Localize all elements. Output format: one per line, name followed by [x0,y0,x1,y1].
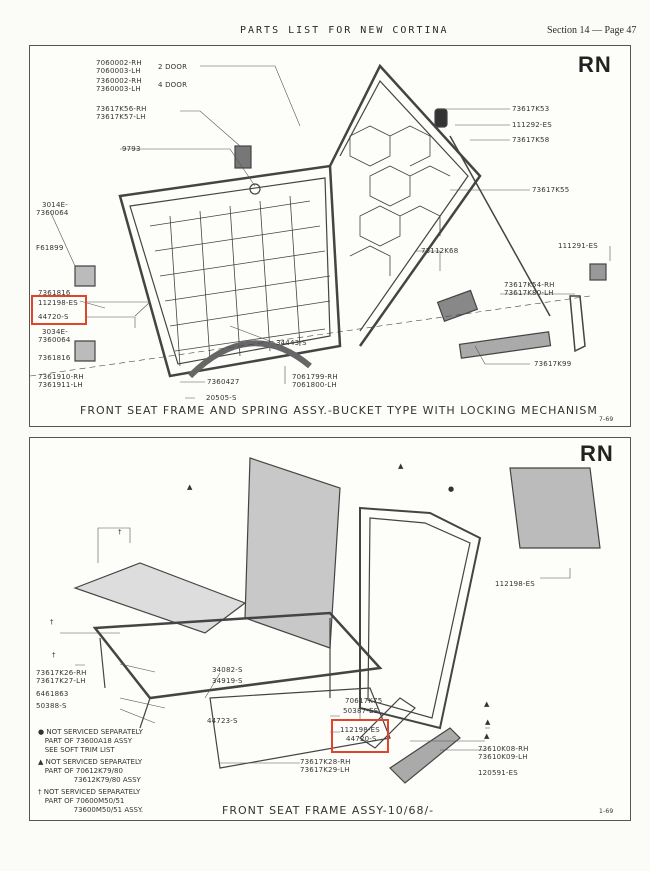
door-variant-label: 2 DOOR [158,63,188,71]
part-label: 112198-ES [495,580,535,588]
part-label: 73112K68 [421,247,459,255]
part-label: 73610K09-LH [478,753,528,761]
part-label: 7060003-LH [96,67,141,75]
part-label: 7360064 [36,209,69,217]
note-line: PART OF 73600A18 ASSY [44,737,133,745]
dagger-marker: † [38,788,42,796]
note-suffix: ASSY. [124,806,144,814]
top-diagram-panel: RN 7060002-RH 7060003-LH 2 DOOR 7360002-… [29,45,631,427]
note-not-serviced-dagger: † NOT SERVICED SEPARATELY PART OF 70600M… [38,788,143,815]
triangle-marker: ▲ [484,732,490,740]
note-line: 73600M50/51 [73,806,123,814]
page-title: PARTS LIST FOR NEW CORTINA [240,25,449,36]
part-label: 73617K58 [512,136,550,144]
note-line: SEE SOFT TRIM LIST [44,746,115,754]
part-label: 7061799-RH [292,373,338,381]
part-label: 111292-ES [512,121,552,129]
note-line: 73612K79/80 [73,776,121,784]
part-label: 73617K55 [532,186,570,194]
diagram-caption: FRONT SEAT FRAME ASSY-10/68/- [222,804,435,817]
note-not-serviced-dot: ● NOT SERVICED SEPARATELY PART OF 73600A… [38,728,143,755]
highlight-box [331,719,389,753]
dagger-marker: † [50,618,54,626]
part-label: 73617K56-RH [96,105,147,113]
part-label: 9793 [122,145,141,153]
triangle-marker: ▲ [398,462,404,470]
part-label: F61899 [36,244,64,252]
part-label: 73617K99 [534,360,572,368]
part-label: 44720-S [346,735,377,743]
seat-frame-drawing [60,457,601,784]
part-label: 3034E- [42,328,68,336]
part-label: 6461863 [36,690,69,698]
part-label: 7361911-LH [38,381,83,389]
part-label: 7061800-LH [292,381,337,389]
part-label: 34919-S [212,677,243,685]
dagger-marker: † [52,651,56,659]
note-line: PART OF 70600M50/51 [44,797,125,805]
dot-marker: ● [38,728,45,736]
diagram-caption: FRONT SEAT FRAME AND SPRING ASSY.-BUCKET… [80,404,598,417]
part-label: 3014E- [42,201,68,209]
highlight-box [31,295,87,325]
dot-marker: ● [448,485,455,493]
note-suffix: ASSY [122,776,141,784]
date-code: 7-69 [599,416,614,423]
part-label: 111291-ES [558,242,598,250]
part-label: 50387-ES [343,707,379,715]
page-section: Section 14 — Page 47 [547,25,637,36]
part-label: 112198-ES [340,726,380,734]
part-label: 34443-S [276,339,307,347]
triangle-marker: ▲ [484,700,490,708]
part-label: 73617K80-LH [504,289,554,297]
part-label: 73617K54-RH [504,281,555,289]
part-label: 7360003-LH [96,85,141,93]
part-label: 7361816 [38,354,71,362]
part-label: 112198-ES [38,299,78,307]
part-label: 120591-ES [478,769,518,777]
part-label: 7060002-RH [96,59,142,67]
part-label: 73617K27-LH [36,677,86,685]
door-variant-label: 4 DOOR [158,81,188,89]
note-line: NOT SERVICED SEPARATELY [46,728,143,736]
note-line: NOT SERVICED SEPARATELY [45,758,143,766]
part-label: 7360427 [207,378,240,386]
rn-badge: RN [578,52,612,77]
part-label: 73617K57-LH [96,113,146,121]
part-label: 50388-S [36,702,67,710]
part-label: 7360064 [38,336,71,344]
part-label: 73610K08-RH [478,745,529,753]
seat-frame-spring-drawing [30,63,611,399]
part-label: 7361910-RH [38,373,84,381]
part-label: 44720-S [38,313,69,321]
triangle-marker: ▲ [187,483,193,491]
triangle-marker: ▲ [485,718,491,726]
part-label: 70617K75 [345,697,383,705]
part-label: 44723-S [207,717,238,725]
date-code: 1-69 [599,808,614,815]
dagger-marker: † [118,528,122,536]
part-label: 7360002-RH [96,77,142,85]
part-label: 73617K26-RH [36,669,87,677]
note-line: NOT SERVICED SEPARATELY [43,788,141,796]
part-label: 73617K28-RH [300,758,351,766]
rn-badge: RN [580,441,614,466]
part-label: 7361816 [38,289,71,297]
triangle-marker: ▲ [38,758,44,766]
bottom-diagram-panel: RN ▲ ▲ ● † 112198-ES † † 73617K26-RH 736… [29,437,631,821]
part-label: 34082-S [212,666,243,674]
part-label: 20505-S [206,394,237,402]
part-label: 73617K53 [512,105,550,113]
note-line: PART OF 70612K79/80 [44,767,123,775]
part-label: 73617K29-LH [300,766,350,774]
note-not-serviced-triangle: ▲ NOT SERVICED SEPARATELY PART OF 70612K… [38,758,142,785]
